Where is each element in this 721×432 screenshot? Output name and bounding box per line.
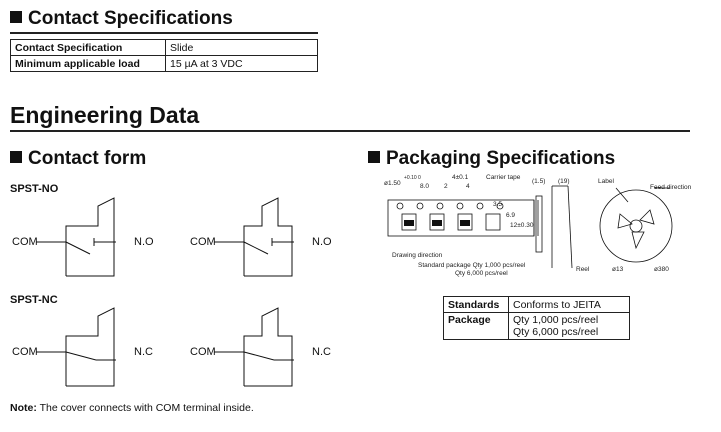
- dim-3-5: 3.5: [493, 201, 503, 208]
- pkg-qty-1: Qty 1,000 pcs/reel: [513, 314, 599, 326]
- packaging-heading: Packaging Specifications: [368, 148, 615, 170]
- packaging-table: Standards Conforms to JEITA Package Qty …: [443, 296, 630, 340]
- pkg-value: Qty 1,000 pcs/reel Qty 6,000 pcs/reel: [508, 312, 630, 340]
- square-bullet-icon: [10, 151, 22, 163]
- reel-label: Reel: [576, 266, 590, 273]
- spec-label: Minimum applicable load: [10, 55, 166, 72]
- table-row: Minimum applicable load 15 µA at 3 VDC: [10, 55, 318, 72]
- pkg-label: Standards: [443, 296, 509, 313]
- carrier-tape-drawing: [387, 199, 539, 237]
- dim-12: 12±0.30: [510, 222, 534, 229]
- feed-direction-label: Feed direction: [650, 184, 692, 191]
- dim-6-9: 6.9: [506, 212, 516, 219]
- nc-label: N.C: [134, 346, 153, 358]
- spst-no-title: SPST-NO: [10, 183, 59, 195]
- pkg-label: Package: [443, 312, 509, 340]
- dim-19: (19): [558, 178, 570, 185]
- com-label: COM: [12, 346, 38, 358]
- dim-hole-dia: ø1.50: [384, 180, 401, 187]
- spst-nc-diagram-alt: [214, 307, 294, 387]
- pkg-qty-2: Qty 6,000 pcs/reel: [513, 326, 599, 338]
- carrier-tape-label: Carrier tape: [486, 174, 521, 181]
- com-label: COM: [12, 236, 38, 248]
- spst-no-diagram-alt: [214, 197, 294, 277]
- dim-2: 2: [444, 183, 448, 190]
- dim-4-tol: 4±0.1: [452, 174, 469, 181]
- no-label: N.O: [312, 236, 332, 248]
- dia-380-label: ø380: [654, 266, 669, 273]
- spst-no-diagram: [36, 197, 116, 277]
- dia-13-label: ø13: [612, 266, 624, 273]
- dim-4: 4: [466, 183, 470, 190]
- square-bullet-icon: [368, 151, 380, 163]
- reel-front-drawing: [599, 187, 673, 263]
- table-row: Package Qty 1,000 pcs/reel Qty 6,000 pcs…: [443, 312, 630, 340]
- nc-label: N.C: [312, 346, 331, 358]
- cover-note: Note: The cover connects with COM termin…: [10, 402, 254, 414]
- spst-nc-title: SPST-NC: [10, 294, 58, 306]
- drawing-direction-label: Drawing direction: [392, 252, 443, 259]
- pkg-value: Conforms to JEITA: [508, 296, 630, 313]
- contact-spec-table: Contact Specification Slide Minimum appl…: [10, 39, 318, 72]
- no-label: N.O: [134, 236, 154, 248]
- com-label: COM: [190, 236, 216, 248]
- std-package-line1: Standard package Qty 1,000 pcs/reel: [418, 262, 526, 269]
- dim-1-5: (1.5): [532, 178, 546, 185]
- dim-tolerance: +0.10 0: [404, 175, 421, 181]
- label-callout: Label: [598, 178, 614, 185]
- contact-form-heading: Contact form: [10, 148, 146, 170]
- heading-rule: [10, 32, 318, 34]
- std-package-line2: Qty 6,000 pcs/reel: [455, 270, 508, 277]
- com-label: COM: [190, 346, 216, 358]
- table-row: Standards Conforms to JEITA: [443, 296, 630, 313]
- reel-side-drawing: [535, 185, 573, 269]
- engineering-heading: Engineering Data: [10, 102, 200, 128]
- table-row: Contact Specification Slide: [10, 39, 318, 56]
- section-rule: [10, 130, 690, 132]
- spec-value: Slide: [165, 39, 318, 56]
- spec-value: 15 µA at 3 VDC: [165, 55, 318, 72]
- spst-nc-diagram: [36, 307, 116, 387]
- contact-spec-heading: Contact Specifications: [10, 8, 233, 30]
- dim-pitch: 8.0: [420, 183, 430, 190]
- spec-label: Contact Specification: [10, 39, 166, 56]
- square-bullet-icon: [10, 11, 22, 23]
